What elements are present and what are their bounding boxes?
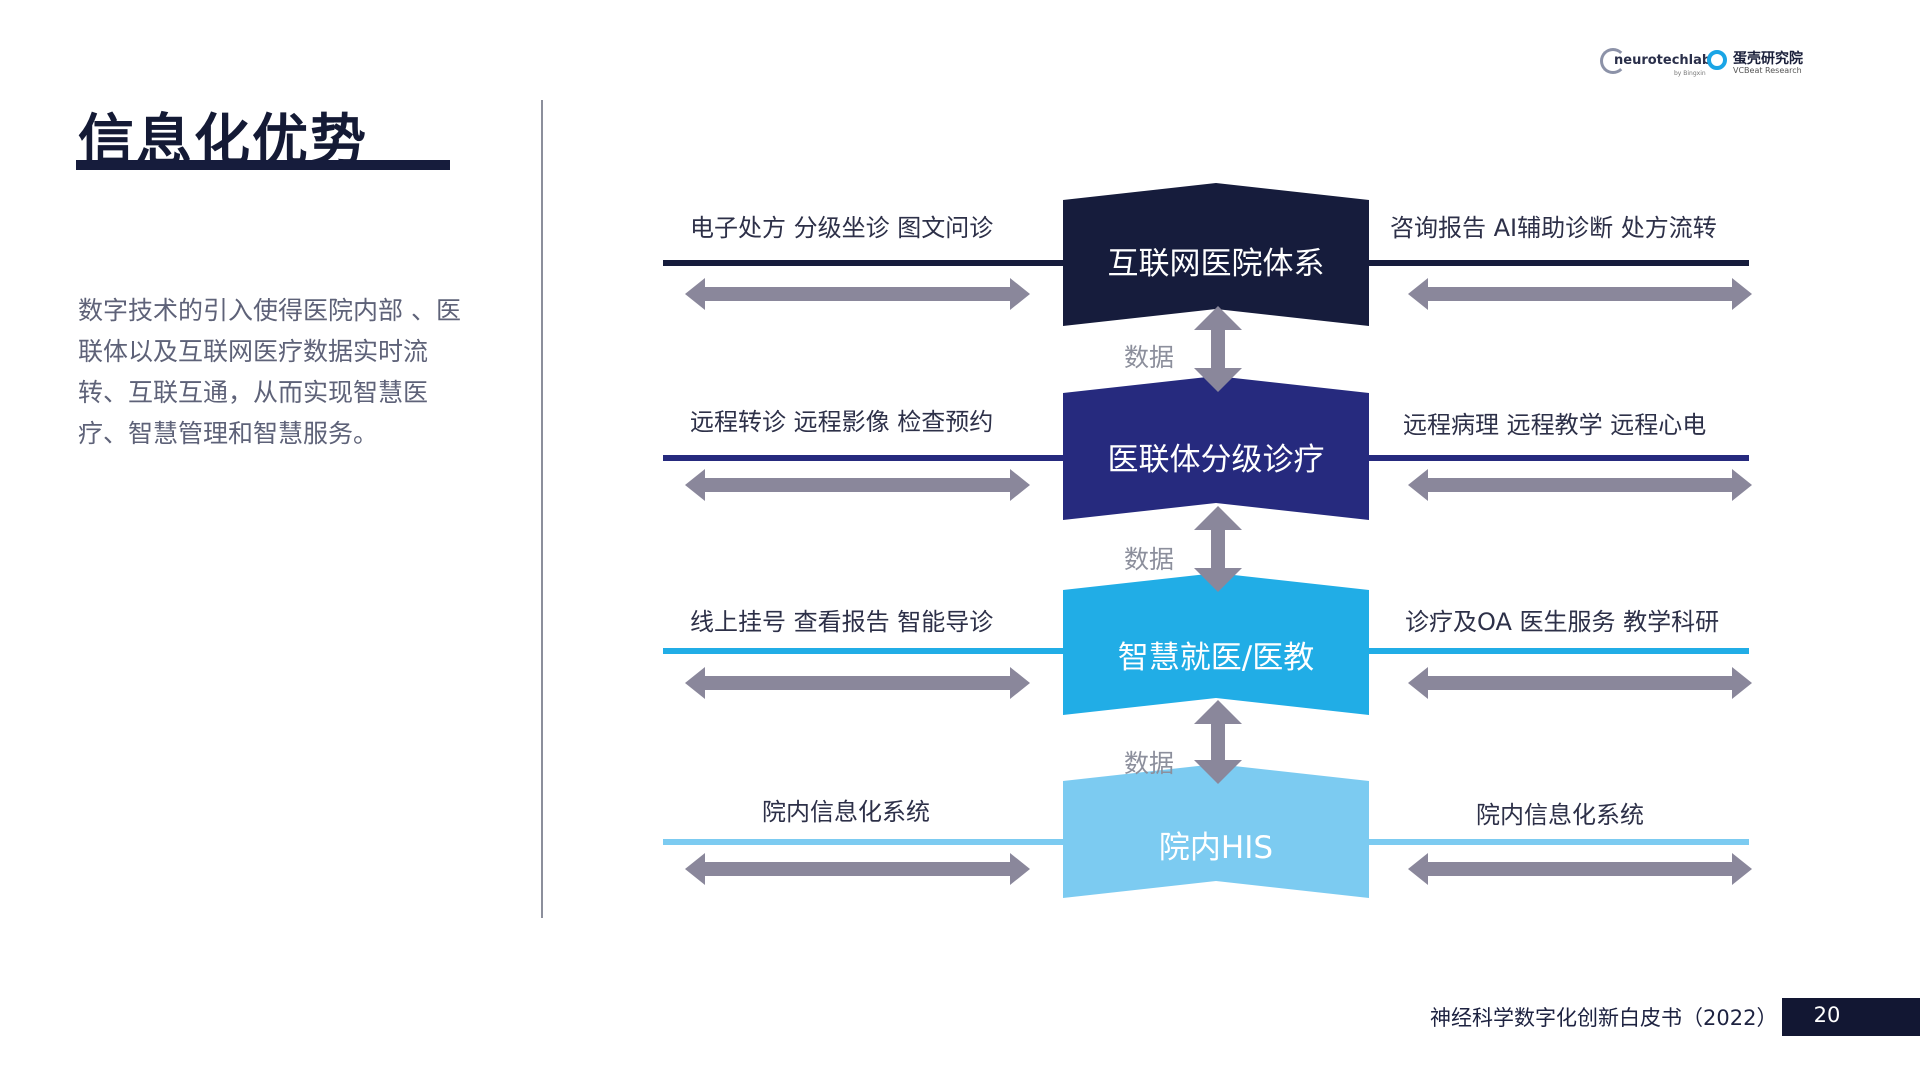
tier-4-left-line <box>663 839 1063 845</box>
tier-3-left-line <box>663 648 1063 654</box>
tier-3-right-double-arrow <box>1408 667 1752 699</box>
tier-2-right-double-arrow <box>1408 469 1752 501</box>
connector-label-1: 数据 <box>1124 343 1175 372</box>
neurotechlab-logo-subtext: by Bingxin <box>1674 70 1706 77</box>
tier-3-center-box <box>1063 573 1369 715</box>
tier-3-left-double-arrow <box>685 667 1030 699</box>
tier-4-left-label: 院内信息化系统 <box>762 798 930 826</box>
tier-3-right-label: 诊疗及OA 医生服务 教学科研 <box>1405 608 1720 636</box>
tier-1-center-box <box>1063 183 1369 326</box>
tier-2-left-label: 远程转诊 远程影像 检查预约 <box>690 408 994 436</box>
tier-2-center-box <box>1063 376 1369 520</box>
tier-2-center-text: 医联体分级诊疗 <box>1107 442 1325 478</box>
tier-1-right-double-arrow <box>1408 278 1752 310</box>
connector-label-2: 数据 <box>1124 545 1175 574</box>
title-underline <box>76 160 450 170</box>
tier-4-right-label: 院内信息化系统 <box>1476 801 1644 829</box>
intro-paragraph: 数字技术的引入使得医院内部 、医联体以及互联网医疗数据实时流转、互联互通，从而实… <box>78 296 461 448</box>
vcbeat-circle-icon <box>1707 50 1727 70</box>
connector-arrow-2 <box>1194 506 1242 592</box>
tier-1-left-label: 电子处方 分级坐诊 图文问诊 <box>690 214 994 242</box>
vertical-divider <box>541 100 543 918</box>
tier-4-right-line <box>1369 839 1749 845</box>
tier-2-left-line <box>663 455 1063 461</box>
tier-1-left-line <box>663 260 1063 266</box>
tier-4-right-double-arrow <box>1408 853 1752 885</box>
connector-label-3: 数据 <box>1124 749 1175 778</box>
tier-1-right-line <box>1369 260 1749 266</box>
tier-4-center-box <box>1063 764 1369 898</box>
neurotechlab-logo-text: neurotechlab <box>1614 53 1712 68</box>
tier-1-center-text: 互联网医院体系 <box>1107 246 1325 282</box>
page-number-box <box>1782 998 1920 1036</box>
vcbeat-logo-en: VCBeat Research <box>1733 66 1802 75</box>
footer-title: 神经科学数字化创新白皮书（2022） <box>1430 1006 1778 1030</box>
connector-arrow-3 <box>1194 700 1242 784</box>
vcbeat-logo-cn: 蛋壳研究院 <box>1733 51 1803 67</box>
tier-4-left-double-arrow <box>685 853 1030 885</box>
tier-3-right-line <box>1369 648 1749 654</box>
tier-2-right-line <box>1369 455 1749 461</box>
tier-3-left-label: 线上挂号 查看报告 智能导诊 <box>690 608 994 636</box>
connector-arrow-1 <box>1194 306 1242 392</box>
tier-1-right-label: 咨询报告 AI辅助诊断 处方流转 <box>1390 214 1717 242</box>
tier-3-center-text: 智慧就医/医教 <box>1117 640 1315 676</box>
tier-2-right-label: 远程病理 远程教学 远程心电 <box>1403 411 1707 439</box>
page-number: 20 <box>1813 1003 1841 1027</box>
tier-1-left-double-arrow <box>685 278 1030 310</box>
neurotechlab-ring-icon <box>1600 48 1626 74</box>
tier-2-left-double-arrow <box>685 469 1030 501</box>
tier-4-center-text: 院内HIS <box>1158 830 1274 866</box>
